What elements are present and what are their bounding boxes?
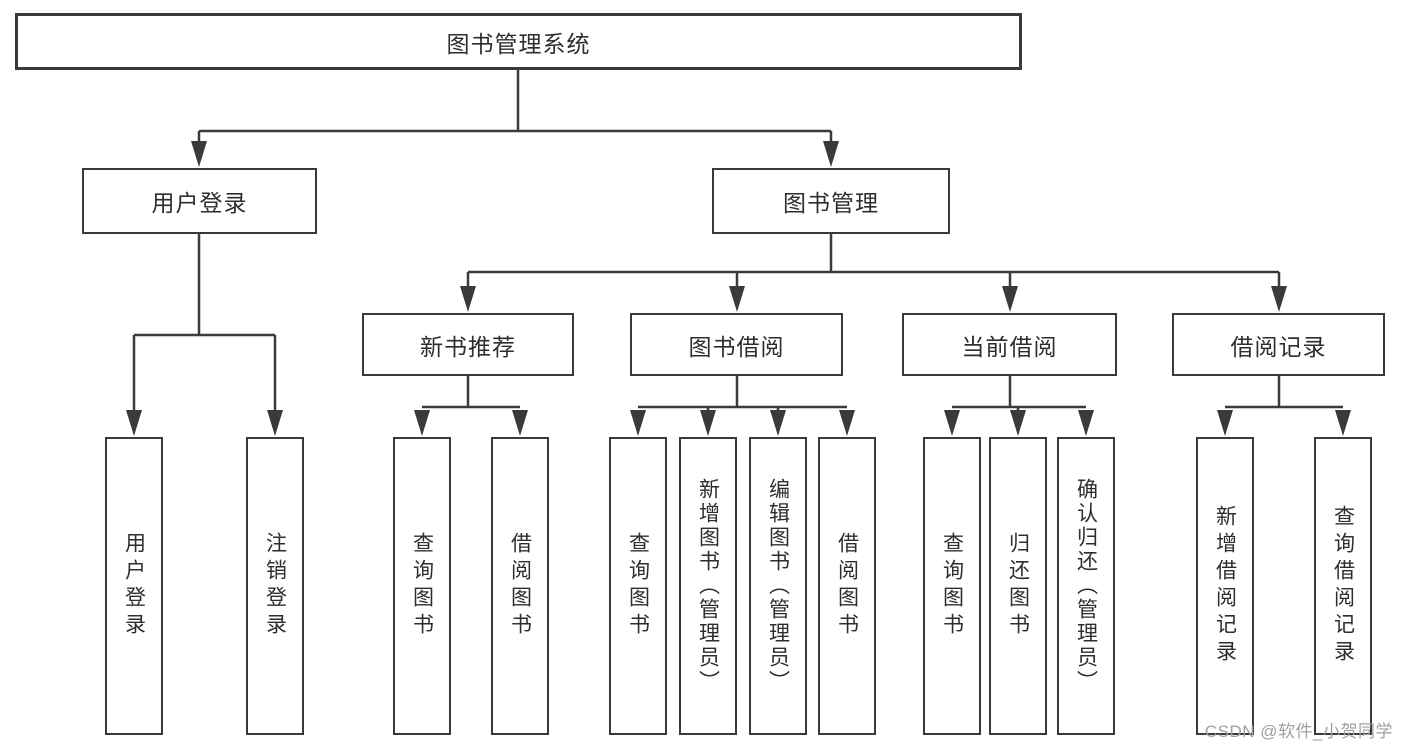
connector-login-to-leaves: [126, 234, 283, 436]
node-book-borrowing: 图书借阅: [630, 313, 843, 376]
connector-root-to-level2: [191, 69, 839, 167]
leaf-current-return-books: 归还图书: [989, 437, 1047, 735]
node-user-login: 用户登录: [82, 168, 317, 234]
leaf-borrowing-query-books-label: 查询图书: [626, 532, 650, 640]
node-user-login-label: 用户登录: [151, 190, 248, 216]
node-root-label: 图书管理系统: [446, 30, 591, 57]
leaf-recommend-borrow-books-label: 借阅图书: [508, 532, 532, 640]
watermark: CSDN @软件_小贺同学: [1204, 722, 1393, 741]
node-new-book-recommendation-label: 新书推荐: [420, 333, 516, 360]
leaf-recommend-query-books-label: 查询图书: [410, 532, 434, 640]
leaf-borrowing-add-books-admin: 新增图书（管理员）: [679, 437, 737, 735]
connector-current-to-leaves: [944, 376, 1094, 436]
node-borrowing-records-label: 借阅记录: [1230, 333, 1327, 360]
node-root: 图书管理系统: [15, 13, 1022, 70]
node-current-borrowing: 当前借阅: [902, 313, 1117, 376]
connector-management-to-level3: [460, 234, 1287, 312]
leaf-borrowing-add-books-admin-label: 新增图书（管理员）: [696, 478, 720, 694]
leaf-logout: 注销登录: [246, 437, 304, 735]
node-new-book-recommendation: 新书推荐: [362, 313, 574, 376]
leaf-records-add-borrow-record: 新增借阅记录: [1196, 437, 1254, 735]
node-current-borrowing-label: 当前借阅: [961, 333, 1058, 360]
leaf-logout-label: 注销登录: [263, 532, 287, 640]
node-book-management-label: 图书管理: [783, 190, 879, 216]
connector-borrowing-to-leaves: [630, 376, 855, 436]
leaf-borrowing-borrow-books: 借阅图书: [818, 437, 876, 735]
node-book-management: 图书管理: [712, 168, 950, 234]
leaf-records-add-borrow-record-label: 新增借阅记录: [1213, 505, 1237, 667]
leaf-user-login-label: 用户登录: [122, 532, 146, 640]
leaf-current-query-books-label: 查询图书: [940, 532, 964, 640]
node-borrowing-records: 借阅记录: [1172, 313, 1385, 376]
connector-recommend-to-leaves: [414, 376, 528, 436]
leaf-borrowing-borrow-books-label: 借阅图书: [835, 532, 859, 640]
leaf-current-confirm-return-admin: 确认归还（管理员）: [1057, 437, 1115, 735]
leaf-current-confirm-return-admin-label: 确认归还（管理员）: [1074, 478, 1098, 694]
leaf-borrowing-edit-books-admin-label: 编辑图书（管理员）: [766, 478, 790, 694]
node-book-borrowing-label: 图书借阅: [688, 333, 785, 360]
leaf-user-login: 用户登录: [105, 437, 163, 735]
leaf-borrowing-edit-books-admin: 编辑图书（管理员）: [749, 437, 807, 735]
leaf-records-query-borrow-record: 查询借阅记录: [1314, 437, 1372, 735]
leaf-current-query-books: 查询图书: [923, 437, 981, 735]
leaf-recommend-borrow-books: 借阅图书: [491, 437, 549, 735]
leaf-borrowing-query-books: 查询图书: [609, 437, 667, 735]
leaf-current-return-books-label: 归还图书: [1006, 532, 1030, 640]
leaf-records-query-borrow-record-label: 查询借阅记录: [1331, 505, 1355, 667]
connector-records-to-leaves: [1217, 376, 1351, 436]
leaf-recommend-query-books: 查询图书: [393, 437, 451, 735]
